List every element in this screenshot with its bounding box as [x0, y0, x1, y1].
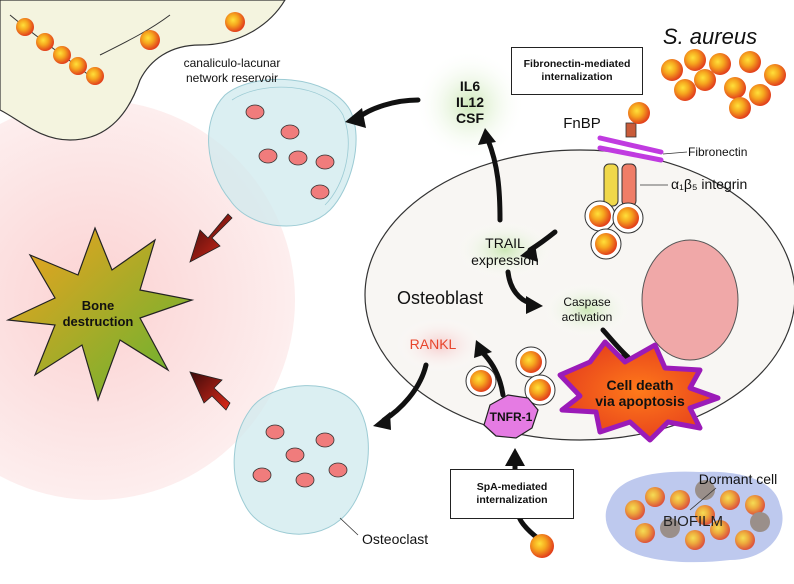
incoming-bacterium: [530, 534, 554, 558]
bacterium-internal-2: [617, 207, 639, 229]
cytokine-il12: IL12: [456, 94, 484, 110]
cell-death-label-2: via apoptosis: [595, 393, 685, 409]
integrin-beta: [621, 163, 637, 207]
caspase-label-1: Caspase: [563, 295, 611, 309]
fibronectin-strand-2: [597, 145, 664, 163]
reservoir-label-2: network reservoir: [186, 71, 278, 85]
s-aureus-cluster: [661, 49, 786, 119]
fibronectin-internalization-box: Fibronectin-mediated internalization: [511, 47, 643, 95]
biofilm-label: BIOFILM: [663, 513, 723, 530]
fibronectin-box-line2: internalization: [541, 71, 613, 83]
fibronectin-pointer: [662, 151, 688, 155]
bone-destruction-label-2: destruction: [63, 314, 134, 329]
rankl-glow: [395, 317, 485, 373]
tnfr1-receptor: [483, 394, 539, 439]
fibronectin-strand-1: [597, 135, 664, 155]
species-label: S. aureus: [663, 24, 757, 49]
integrin-alpha: [603, 163, 619, 207]
red-arrow-bottom: [189, 371, 231, 411]
caspase-glow: [542, 282, 632, 338]
spa-bacterium-3: [529, 379, 551, 401]
fnbp-label: FnBP: [563, 115, 601, 132]
integrin-label: α₁β₅ integrin: [671, 176, 747, 192]
bone-destruction-star: [5, 226, 195, 402]
tnfr1-label: TNFR-1: [490, 410, 533, 424]
arrowheads: [345, 108, 637, 466]
trail-label-1: TRAIL: [485, 235, 525, 251]
osteoclast-pointer: [339, 517, 359, 536]
trail-label-2: expression: [471, 252, 539, 268]
cytokine-csf: CSF: [456, 110, 484, 126]
cell-death-label-1: Cell death: [607, 377, 674, 393]
cytokine-glow: [415, 50, 525, 160]
fnbp-stalk: [625, 122, 637, 138]
osteoclast-label: Osteoclast: [362, 531, 428, 547]
rankl-label: RANKL: [410, 336, 457, 352]
spa-internalization-box: SpA-mediated internalization: [450, 469, 574, 519]
osteoclast-bottom: [233, 385, 369, 535]
spa-box-line1: SpA-mediated: [476, 481, 548, 493]
osteoblast-nucleus: [641, 239, 739, 361]
trail-glow: [455, 220, 555, 280]
biofilm-bacteria: [625, 480, 770, 550]
bacterium-internal-1: [589, 205, 611, 227]
reservoir-label-1: canaliculo-lacunar: [184, 56, 281, 70]
spa-box-line2: internalization: [476, 494, 548, 506]
fibronectin-label: Fibronectin: [688, 145, 747, 159]
dormant-cell-label: Dormant cell: [699, 471, 778, 487]
dormant-pointer: [689, 487, 717, 511]
apoptosis-burst: [557, 339, 721, 443]
caspase-label-2: activation: [562, 310, 613, 324]
cytokine-il6: IL6: [460, 78, 480, 94]
bacterium-internal-3: [595, 233, 617, 255]
fnbp-bacterium: [628, 102, 650, 124]
red-arrow-top: [189, 213, 233, 263]
spa-bacterium-1: [470, 370, 492, 392]
osteoclast-top: [208, 78, 357, 227]
canaliculi-bacteria: [16, 12, 245, 85]
spa-bacterium-2: [520, 351, 542, 373]
bone-destruction-label-1: Bone: [82, 298, 115, 313]
bone-matrix: [0, 0, 286, 141]
fibronectin-box-line1: Fibronectin-mediated: [523, 58, 631, 70]
osteoblast-label: Osteoblast: [397, 288, 483, 308]
